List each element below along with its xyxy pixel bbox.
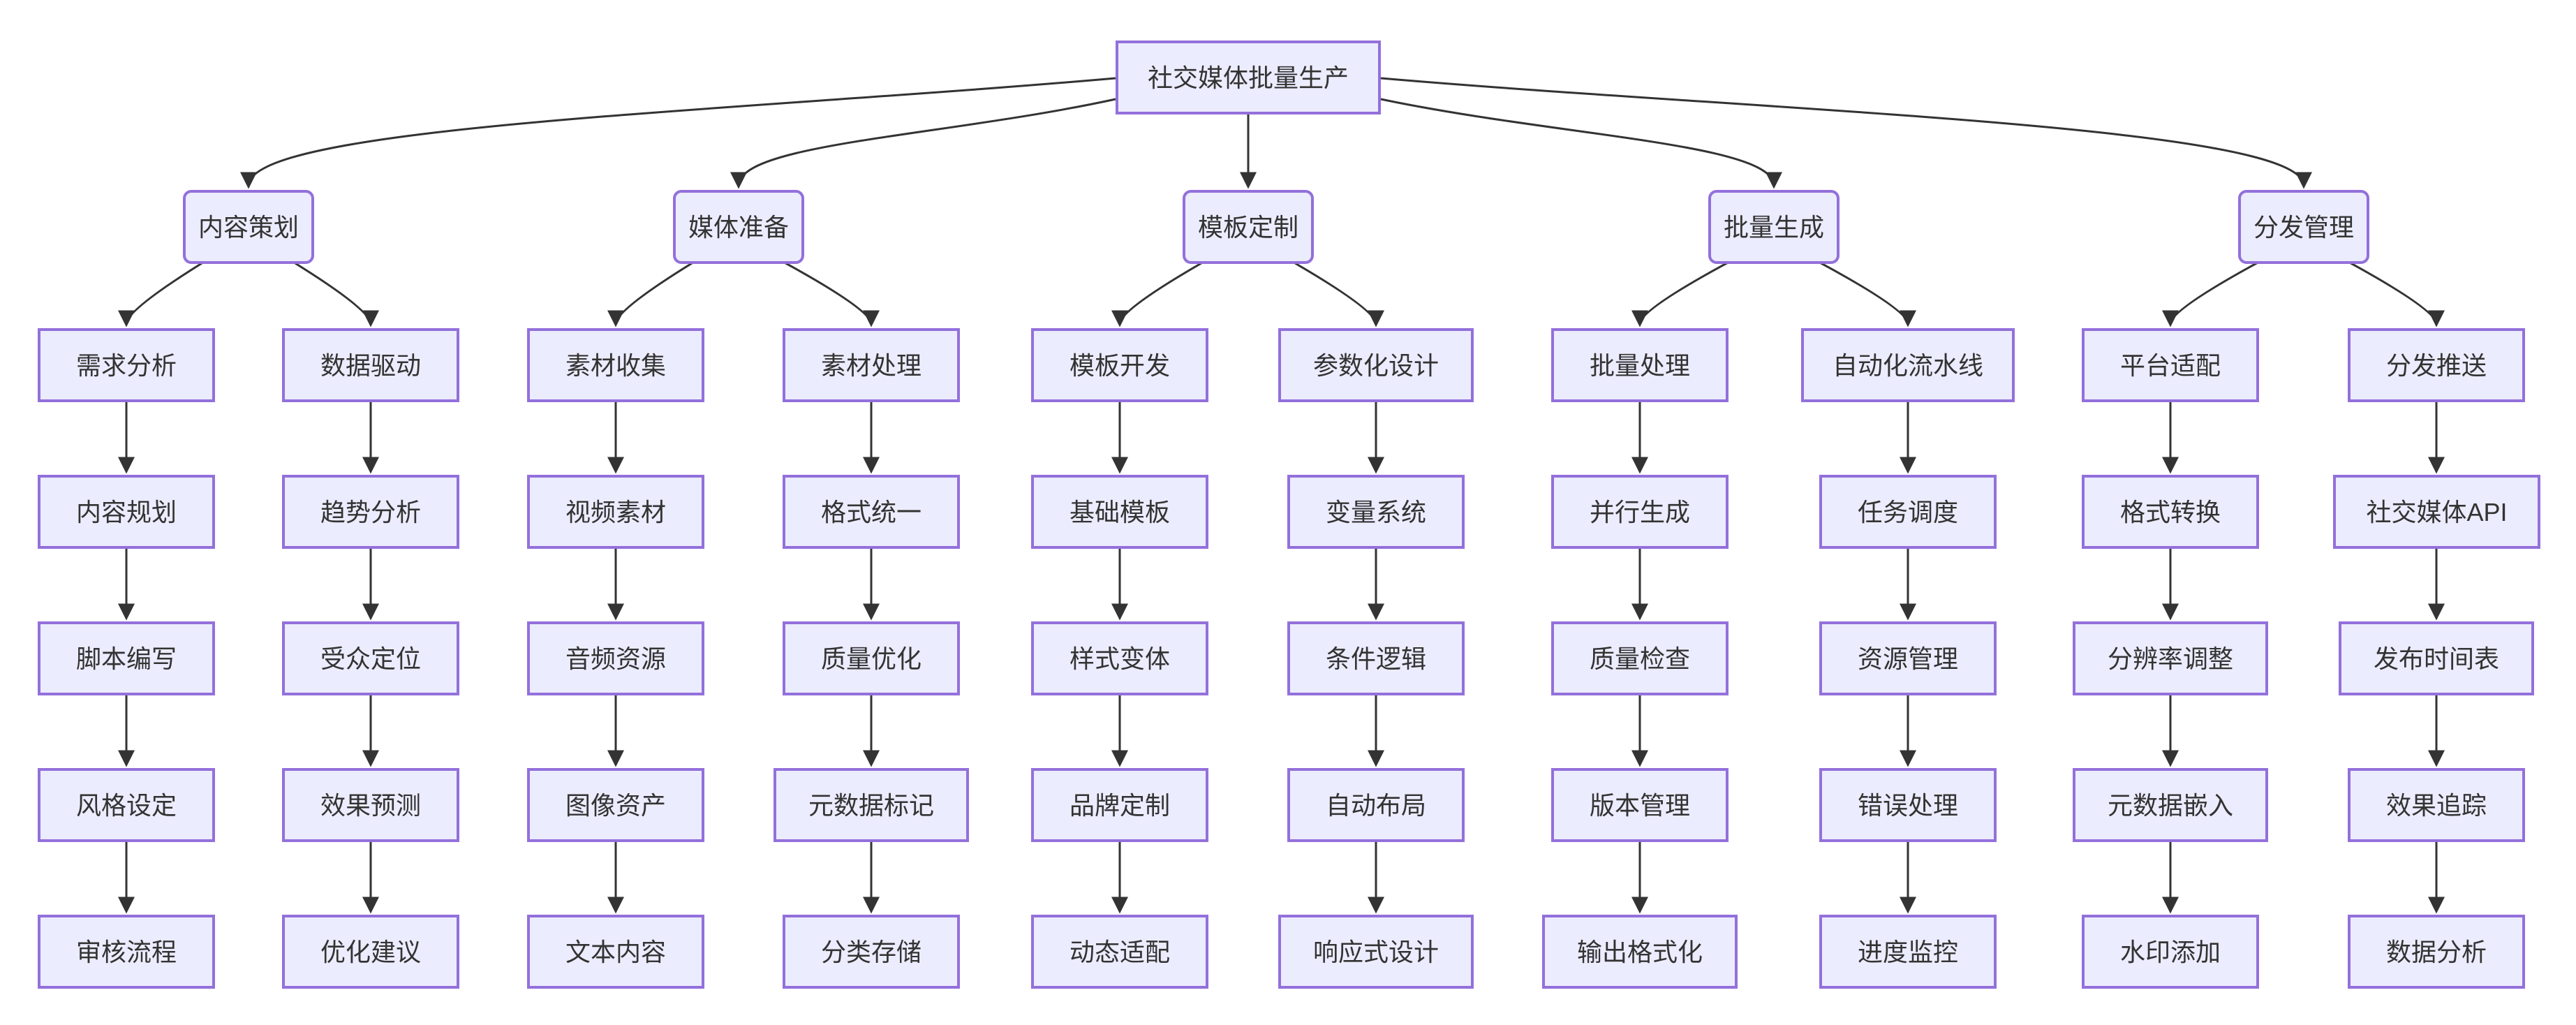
- flowchart-step-node: 分发推送: [2348, 328, 2525, 402]
- flowchart-step-node: 任务调度: [1819, 475, 1997, 549]
- edge-root-branch-0: [240, 77, 1116, 189]
- flowchart-branch-node-1: 媒体准备: [673, 190, 804, 264]
- flowchart-step-node: 素材处理: [783, 328, 960, 402]
- edge-root-branch-4: [1380, 77, 2312, 189]
- flowchart-step-node: 水印添加: [2082, 915, 2259, 989]
- flowchart-step-node: 变量系统: [1287, 475, 1465, 549]
- flowchart-step-node: 数据驱动: [282, 328, 459, 402]
- flowchart-step-node: 动态适配: [1031, 915, 1208, 989]
- flowchart-branch-node-2: 模板定制: [1183, 190, 1314, 264]
- flowchart-step-node: 受众定位: [282, 621, 459, 695]
- flowchart-step-node: 自动化流水线: [1801, 328, 2015, 402]
- flowchart-step-node: 条件逻辑: [1287, 621, 1465, 695]
- flowchart-step-node: 进度监控: [1819, 915, 1997, 989]
- edge-branch-3-chain-0: [1631, 260, 1731, 327]
- edge-root-branch-1: [730, 98, 1116, 189]
- edge-root-branch-3: [1380, 98, 1782, 189]
- flowchart-step-node: 优化建议: [282, 915, 459, 989]
- edge-branch-0-chain-0: [118, 260, 206, 327]
- flowchart-step-node: 风格设定: [38, 768, 215, 842]
- edge-branch-4-chain-1: [2346, 260, 2445, 327]
- flowchart-step-node: 模板开发: [1031, 328, 1208, 402]
- flowchart-step-node: 版本管理: [1551, 768, 1729, 842]
- flowchart-step-node: 批量处理: [1551, 328, 1729, 402]
- flowchart-step-node: 自动布局: [1287, 768, 1465, 842]
- flowchart-step-node: 响应式设计: [1278, 915, 1474, 989]
- flowchart-step-node: 素材收集: [527, 328, 704, 402]
- flowchart-step-node: 分辨率调整: [2073, 621, 2268, 695]
- flowchart-node-root: 社交媒体批量生产: [1116, 40, 1381, 115]
- flowchart-step-node: 格式转换: [2082, 475, 2259, 549]
- flowchart-step-node: 效果追踪: [2348, 768, 2525, 842]
- flowchart-step-node: 基础模板: [1031, 475, 1208, 549]
- flowchart-branch-node-3: 批量生成: [1708, 190, 1840, 264]
- flowchart-step-node: 质量优化: [783, 621, 960, 695]
- flowchart-step-node: 脚本编写: [38, 621, 215, 695]
- flowchart-branch-node-4: 分发管理: [2238, 190, 2369, 264]
- flowchart-step-node: 内容规划: [38, 475, 215, 549]
- flowchart-step-node: 图像资产: [527, 768, 704, 842]
- flowchart-step-node: 文本内容: [527, 915, 704, 989]
- flowchart-step-node: 元数据嵌入: [2073, 768, 2268, 842]
- flowchart-step-node: 输出格式化: [1542, 915, 1738, 989]
- flowchart-step-node: 审核流程: [38, 915, 215, 989]
- flowchart-step-node: 质量检查: [1551, 621, 1729, 695]
- flowchart-step-node: 数据分析: [2348, 915, 2525, 989]
- edge-branch-3-chain-1: [1816, 260, 1916, 327]
- edge-branch-2-chain-1: [1291, 260, 1384, 327]
- flowchart-branch-node-0: 内容策划: [183, 190, 314, 264]
- flowchart-step-node: 样式变体: [1031, 621, 1208, 695]
- edge-branch-4-chain-0: [2162, 260, 2261, 327]
- flowchart-step-node: 并行生成: [1551, 475, 1729, 549]
- edge-branch-0-chain-1: [291, 260, 379, 327]
- edge-branch-2-chain-0: [1111, 260, 1206, 327]
- flowchart-step-node: 分类存储: [783, 915, 960, 989]
- flowchart-step-node: 品牌定制: [1031, 768, 1208, 842]
- flowchart-step-node: 错误处理: [1819, 768, 1997, 842]
- flowchart-step-node: 音频资源: [527, 621, 704, 695]
- edge-branch-1-chain-0: [607, 260, 696, 327]
- flowchart-step-node: 元数据标记: [773, 768, 969, 842]
- flowchart-step-node: 效果预测: [282, 768, 459, 842]
- flowchart-step-node: 平台适配: [2082, 328, 2259, 402]
- flowchart-step-node: 视频素材: [527, 475, 704, 549]
- edge-branch-1-chain-1: [781, 260, 880, 327]
- flowchart-step-node: 社交媒体API: [2333, 475, 2540, 549]
- flowchart-step-node: 发布时间表: [2339, 621, 2534, 695]
- flowchart-step-node: 格式统一: [783, 475, 960, 549]
- flowchart-step-node: 参数化设计: [1278, 328, 1474, 402]
- flowchart-step-node: 趋势分析: [282, 475, 459, 549]
- flowchart-step-node: 需求分析: [38, 328, 215, 402]
- flowchart-step-node: 资源管理: [1819, 621, 1997, 695]
